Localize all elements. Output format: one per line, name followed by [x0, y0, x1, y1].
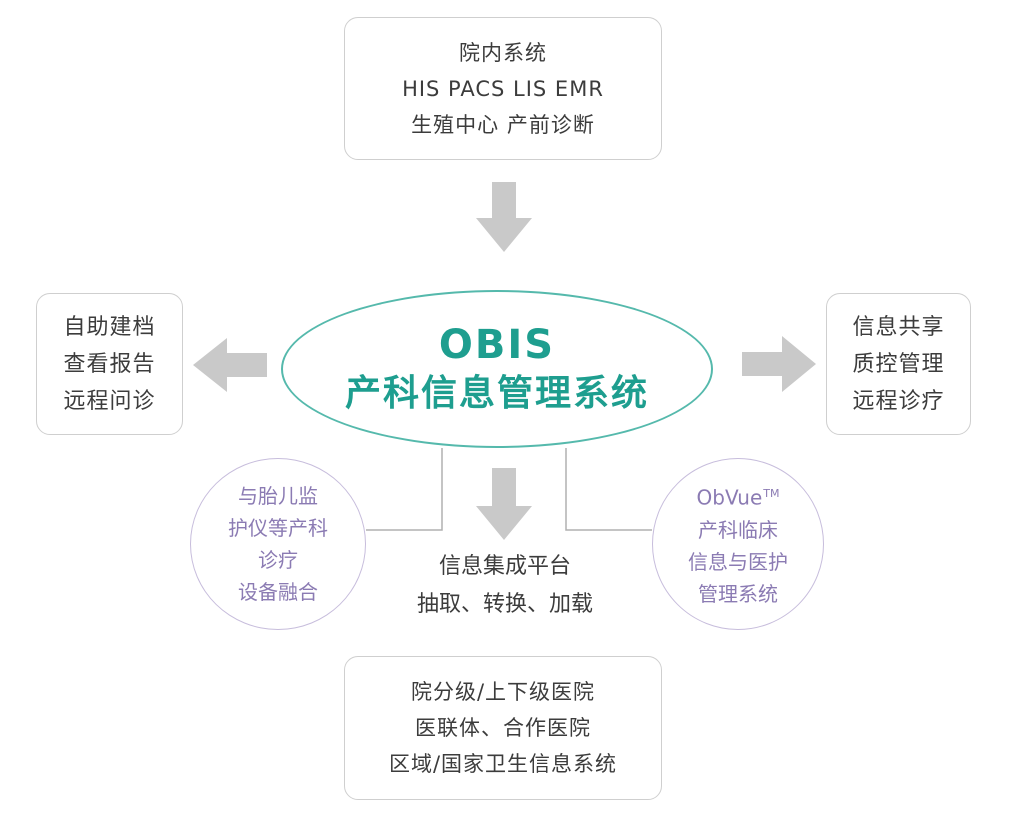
integration-platform: 信息集成平台 抽取、转换、加载: [380, 548, 630, 624]
platform-line-2: 抽取、转换、加载: [416, 592, 593, 617]
right-box-line-2: 质控管理: [852, 351, 945, 377]
oval-title: OBIS: [438, 322, 556, 368]
left-circle-line-1: 与胎儿监: [238, 484, 318, 508]
arrow-right: [742, 336, 816, 392]
connector-left: [366, 448, 443, 531]
left-circle-device-fusion: 与胎儿监 护仪等产科 诊疗 设备融合: [190, 458, 366, 630]
right-box-sharing: 信息共享 质控管理 远程诊疗: [826, 293, 971, 435]
right-circle-line-2: 产科临床: [698, 517, 778, 542]
left-box-patient-services: 自助建档 查看报告 远程问诊: [36, 293, 183, 435]
left-box-line-2: 查看报告: [63, 351, 156, 377]
bottom-box-line-2: 医联体、合作医院: [415, 716, 591, 740]
top-box-line-2: HIS PACS LIS EMR: [402, 76, 604, 101]
top-box-line-1: 院内系统: [459, 40, 547, 65]
left-circle-line-2: 护仪等产科: [228, 516, 328, 540]
right-box-line-1: 信息共享: [852, 314, 945, 340]
left-box-line-3: 远程问诊: [63, 388, 156, 414]
top-box-line-3: 生殖中心 产前诊断: [411, 112, 595, 137]
left-circle-line-3: 诊疗: [258, 548, 298, 572]
arrow-down-middle: [476, 468, 532, 540]
trademark-mark: TM: [763, 487, 780, 501]
bottom-box-external-systems: 院分级/上下级医院 医联体、合作医院 区域/国家卫生信息系统: [344, 656, 662, 800]
obvue-label: ObVue: [696, 485, 763, 510]
bottom-box-line-1: 院分级/上下级医院: [410, 680, 596, 704]
right-circle-obvue: ObVueTM 产科临床 信息与医护 管理系统: [652, 458, 824, 630]
right-circle-line-4: 管理系统: [698, 581, 778, 606]
platform-line-1: 信息集成平台: [438, 554, 571, 579]
center-oval-obis: OBIS 产科信息管理系统: [281, 290, 713, 448]
right-circle-line-3: 信息与医护: [688, 549, 788, 574]
arrow-down-top: [476, 182, 532, 252]
arrow-left: [193, 338, 267, 392]
left-box-line-1: 自助建档: [63, 314, 156, 340]
bottom-box-line-3: 区域/国家卫生信息系统: [388, 752, 618, 776]
right-circle-line-1: ObVueTM: [697, 478, 780, 514]
connector-right: [565, 448, 652, 531]
left-circle-line-4: 设备融合: [238, 580, 318, 604]
right-box-line-3: 远程诊疗: [852, 388, 945, 414]
top-box-internal-systems: 院内系统 HIS PACS LIS EMR 生殖中心 产前诊断: [344, 17, 662, 160]
oval-subtitle: 产科信息管理系统: [344, 373, 649, 414]
